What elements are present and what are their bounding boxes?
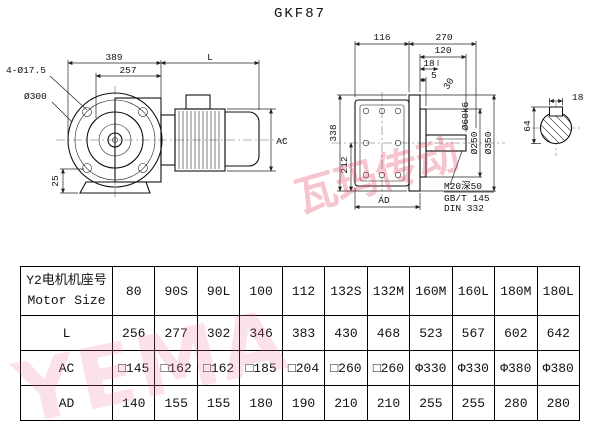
note-din: DIN 332	[444, 203, 484, 214]
value-cell: □260	[324, 350, 368, 386]
value-cell: 256	[111, 315, 156, 351]
value-cell: □204	[281, 350, 326, 386]
value-cell: 280	[494, 385, 538, 421]
motor-size-label-en: Motor Size	[27, 293, 106, 308]
key-cross-section	[549, 106, 563, 117]
value-cell: 468	[366, 315, 411, 351]
terminal-box	[185, 94, 211, 110]
dim-212: 212	[339, 156, 350, 173]
dim-270: 270	[435, 32, 452, 43]
note-gb: GB/T 145	[444, 193, 490, 204]
value-cell: Φ330	[451, 350, 496, 386]
col-header: 132M	[366, 266, 411, 316]
col-header: 160M	[409, 266, 453, 316]
dim-18: 18	[423, 58, 435, 69]
value-cell: 523	[409, 315, 453, 351]
value-cell: 210	[324, 385, 368, 421]
value-cell: 642	[536, 315, 581, 351]
left-view-dimensions: 389 L 257 4-Ø17.5 Ø300 AC 25	[6, 52, 288, 194]
col-header: 180L	[536, 266, 581, 316]
flange-face	[67, 92, 163, 188]
value-cell: □185	[239, 350, 283, 386]
table-row-AC: AC □145 □162 □162 □185 □204 □260 □260 Φ3…	[20, 350, 581, 386]
value-cell: 302	[196, 315, 241, 351]
col-header: 112	[281, 266, 326, 316]
col-header: 100	[239, 266, 283, 316]
fan-cowl	[224, 111, 260, 167]
col-header: 180M	[494, 266, 538, 316]
holes-note: 4-Ø17.5	[6, 65, 46, 76]
flange-dia: Ø350	[483, 131, 494, 154]
value-cell: 155	[154, 385, 198, 421]
motor-fins	[178, 111, 220, 169]
table-row-AD: AD 140 155 155 180 190 210 210 255 255 2…	[20, 385, 581, 421]
flange-hole	[138, 107, 148, 117]
value-cell: Φ380	[536, 350, 581, 386]
section-dimensions: 18 64	[522, 92, 584, 144]
motor-size-label-cn: Y2电机机座号	[26, 272, 107, 288]
motor-size-header: Y2电机机座号 Motor Size	[20, 266, 113, 316]
dim-25: 25	[50, 175, 61, 187]
dim-257: 257	[119, 65, 136, 76]
col-header: 160L	[451, 266, 496, 316]
value-cell: 180	[239, 385, 283, 421]
value-cell: □260	[366, 350, 411, 386]
output-view: 116 270 120 18 5 30 Ø60k6 338	[328, 32, 505, 214]
dim-AC: AC	[276, 136, 288, 147]
value-cell: 602	[494, 315, 538, 351]
table-header-row: Y2电机机座号 Motor Size 80 90S 90L 100 112 13…	[20, 266, 581, 316]
value-cell: 155	[196, 385, 241, 421]
row-label: L	[20, 315, 113, 351]
shaft-dia: Ø60k6	[460, 101, 471, 130]
flange-hole	[82, 163, 92, 173]
value-cell: □162	[154, 350, 198, 386]
dimension-table: Y2电机机座号 Motor Size 80 90S 90L 100 112 13…	[20, 266, 581, 421]
value-cell: 140	[111, 385, 156, 421]
technical-drawing: 389 L 257 4-Ø17.5 Ø300 AC 25	[6, 32, 584, 214]
value-cell: 567	[451, 315, 496, 351]
value-cell: □162	[196, 350, 241, 386]
key-width: 18	[572, 92, 584, 103]
value-cell: 280	[536, 385, 581, 421]
value-cell: 255	[409, 385, 453, 421]
value-cell: 190	[281, 385, 326, 421]
value-cell: 277	[154, 315, 198, 351]
value-cell: 255	[451, 385, 496, 421]
dim-116: 116	[373, 32, 390, 43]
shaft-section-view: 18 64	[522, 92, 584, 156]
dim-338: 338	[328, 124, 339, 141]
table-row-L: L 256 277 302 346 383 430 468 523 567 60…	[20, 315, 581, 351]
value-cell: □145	[111, 350, 156, 386]
flange-hole	[82, 107, 92, 117]
dim-389: 389	[105, 52, 122, 63]
dim-64: 64	[522, 120, 533, 132]
col-header: 132S	[324, 266, 368, 316]
motor	[160, 94, 260, 172]
housing-bolts	[362, 107, 402, 179]
dim-L: L	[207, 52, 213, 63]
value-cell: Φ380	[494, 350, 538, 386]
value-cell: Φ330	[409, 350, 453, 386]
dim-AD: AD	[378, 195, 390, 206]
dim-120: 120	[434, 45, 451, 56]
value-cell: 383	[281, 315, 326, 351]
left-view: 389 L 257 4-Ø17.5 Ø300 AC 25	[6, 52, 288, 198]
col-header: 90S	[154, 266, 198, 316]
value-cell: 430	[324, 315, 368, 351]
spigot-dia: Ø250	[469, 131, 480, 154]
dia-300: Ø300	[24, 91, 47, 102]
note-thread: M20深50	[444, 181, 482, 192]
col-header: 90L	[196, 266, 241, 316]
value-cell: 210	[366, 385, 411, 421]
col-header: 80	[111, 266, 156, 316]
flange-hole	[138, 163, 148, 173]
dim-5: 5	[431, 70, 437, 81]
output-shaft	[425, 134, 467, 152]
row-label: AD	[20, 385, 113, 421]
value-cell: 346	[239, 315, 283, 351]
row-label: AC	[20, 350, 113, 386]
dim-30: 30	[441, 76, 457, 92]
page-title: GKF87	[273, 6, 326, 22]
output-view-dimensions: 116 270 120 18 5 30 Ø60k6 338	[328, 32, 496, 214]
